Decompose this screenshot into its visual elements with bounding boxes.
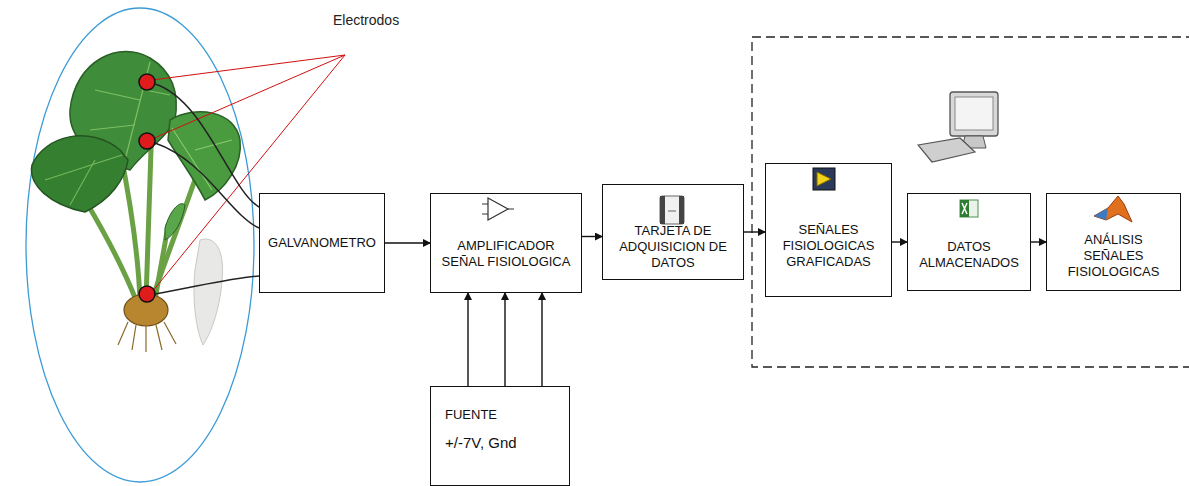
- callout-label: Electrodos: [333, 12, 399, 28]
- process-box: FUENTE +/-7V, Gnd: [430, 386, 570, 486]
- box-label: AMPLIFICADOR SEÑAL FISIOLOGICA: [437, 238, 575, 270]
- tuber-sketch: [194, 239, 223, 345]
- flow-arrow: [385, 242, 430, 243]
- flow-arrow: [744, 231, 765, 232]
- matlab-icon: [1094, 196, 1132, 222]
- flow-arrow: [504, 293, 505, 386]
- process-box: ANÁLISIS SEÑALES FISIOLOGICAS: [1046, 193, 1181, 291]
- box-detail: +/-7V, Gnd: [445, 435, 517, 451]
- flow-arrow: [582, 236, 602, 237]
- flow-arrow: [467, 293, 468, 386]
- plant-outline: [26, 8, 254, 482]
- daq-icon: [660, 196, 684, 224]
- electrode-dots: [139, 74, 155, 302]
- leader-lines: [152, 55, 345, 292]
- excel-icon: [960, 200, 978, 217]
- box-label: ANÁLISIS SEÑALES FISIOLOGICAS: [1053, 232, 1174, 280]
- box-label: SEÑALES FISIOLOGICAS GRAFICADAS: [772, 222, 885, 270]
- process-box: TARJETA DE ADQUISICION DE DATOS: [602, 184, 744, 280]
- box-label: TARJETA DE ADQUISICION DE DATOS: [609, 223, 737, 271]
- flow-arrow: [541, 293, 542, 386]
- amplifier-symbol: [482, 198, 514, 220]
- box-label: FUENTE: [445, 407, 497, 423]
- software-region: [752, 37, 1189, 367]
- box-label: DATOS ALMACENADOS: [914, 239, 1024, 271]
- process-box: SEÑALES FISIOLOGICAS GRAFICADAS: [765, 163, 892, 297]
- process-box: GALVANOMETRO: [259, 193, 385, 293]
- plant-leaves: [32, 51, 241, 240]
- electrode-wires: [155, 84, 259, 294]
- flow-arrow: [1031, 241, 1046, 242]
- box-label: GALVANOMETRO: [268, 235, 376, 251]
- flow-arrow: [892, 241, 907, 242]
- process-box: AMPLIFICADOR SEÑAL FISIOLOGICA: [430, 193, 582, 293]
- labview-icon: [813, 168, 835, 190]
- computer-icon: [918, 92, 998, 162]
- process-box: DATOS ALMACENADOS: [907, 193, 1031, 291]
